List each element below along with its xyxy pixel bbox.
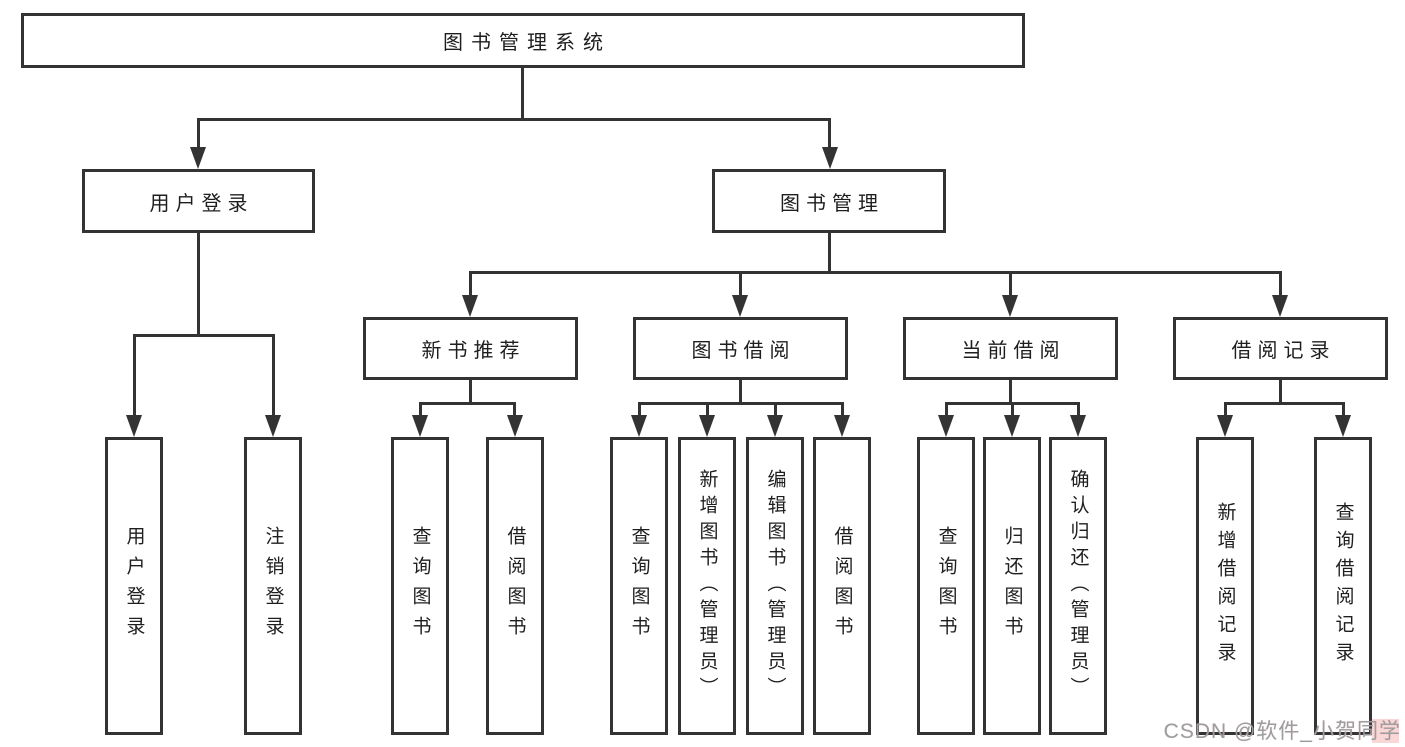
arrow-book-borrow-4 [834, 415, 850, 437]
node-book-borrow-label: 图书借阅 [691, 340, 796, 362]
leaf-user-login: 用户登录 [105, 437, 163, 735]
arrow-book-borrow [732, 295, 748, 317]
leaf-current-confirm-admin: 确认归还（管理员） [1049, 437, 1107, 735]
arrow-user-login-1 [126, 415, 142, 437]
connector-drop-user-login-2 [272, 334, 275, 418]
connector-book-borrow-trunk [739, 380, 742, 404]
connector-drop-current-borrow-2 [1011, 402, 1014, 418]
arrow-borrow-record-1 [1217, 415, 1233, 437]
connector-book-borrow-rail [638, 402, 843, 405]
connector-current-borrow-trunk [1009, 380, 1012, 404]
connector-drop-current-borrow-1 [945, 402, 948, 418]
connector-new-book-rail [419, 402, 516, 405]
leaf-record-add-label: 新增借阅记录 [1214, 502, 1236, 670]
node-root: 图书管理系统 [21, 13, 1025, 68]
arrow-book-mgmt [822, 147, 838, 169]
leaf-record-query: 查询借阅记录 [1314, 437, 1372, 735]
leaf-current-confirm-admin-label: 确认归还（管理员） [1067, 469, 1089, 703]
connector-borrow-record-trunk [1279, 380, 1282, 404]
leaf-borrow-book: 借阅图书 [813, 437, 871, 735]
leaf-new-book-query: 查询图书 [391, 437, 449, 735]
connector-borrow-record-rail [1224, 402, 1344, 405]
connector-drop-borrow-record-1 [1224, 402, 1227, 418]
connector-user-login-rail [133, 334, 275, 337]
leaf-borrow-add-admin-label: 新增图书（管理员） [696, 469, 718, 703]
leaf-current-return-label: 归还图书 [1001, 526, 1023, 646]
leaf-new-book-borrow-label: 借阅图书 [504, 526, 526, 646]
connector-drop-borrow-record [1279, 271, 1282, 298]
watermark: CSDN @软件_小贺同学 [1163, 720, 1401, 743]
leaf-current-query-label: 查询图书 [935, 526, 957, 646]
connector-level3-rail [470, 271, 1282, 274]
arrow-new-book-2 [507, 415, 523, 437]
arrow-current-borrow-3 [1070, 415, 1086, 437]
node-root-label: 图书管理系统 [443, 32, 611, 54]
node-borrow-record-label: 借阅记录 [1231, 340, 1336, 362]
connector-book-mgmt-trunk [828, 233, 831, 274]
leaf-borrow-book-label: 借阅图书 [831, 526, 853, 646]
arrow-new-book [462, 295, 478, 317]
connector-drop-book-borrow-1 [638, 402, 641, 418]
node-current-borrow: 当前借阅 [903, 317, 1118, 380]
leaf-borrow-query: 查询图书 [610, 437, 668, 735]
connector-drop-book-borrow-2 [706, 402, 709, 418]
arrow-user-login-2 [265, 415, 281, 437]
connector-drop-current-borrow [1009, 271, 1012, 298]
connector-root-trunk [521, 68, 524, 120]
connector-drop-book-borrow [739, 271, 742, 298]
node-new-book-label: 新书推荐 [421, 340, 526, 362]
leaf-new-book-borrow: 借阅图书 [486, 437, 544, 735]
node-borrow-record: 借阅记录 [1173, 317, 1388, 380]
arrow-book-borrow-2 [699, 415, 715, 437]
connector-drop-new-book [469, 271, 472, 298]
leaf-record-query-label: 查询借阅记录 [1332, 502, 1354, 670]
node-book-mgmt: 图书管理 [712, 169, 946, 233]
connector-drop-user-login [197, 118, 200, 150]
leaf-current-query: 查询图书 [917, 437, 975, 735]
node-book-mgmt-label: 图书管理 [780, 192, 884, 215]
leaf-borrow-add-admin: 新增图书（管理员） [678, 437, 736, 735]
arrow-borrow-record [1272, 295, 1288, 317]
arrow-book-borrow-3 [767, 415, 783, 437]
leaf-borrow-edit-admin: 编辑图书（管理员） [746, 437, 804, 735]
leaf-borrow-edit-admin-label: 编辑图书（管理员） [764, 469, 786, 703]
node-user-login: 用户登录 [82, 169, 315, 233]
leaf-borrow-query-label: 查询图书 [628, 526, 650, 646]
leaf-current-return: 归还图书 [983, 437, 1041, 735]
leaf-logout-label: 注销登录 [262, 526, 284, 646]
arrow-book-borrow-1 [631, 415, 647, 437]
connector-user-login-trunk [197, 233, 200, 337]
connector-drop-borrow-record-2 [1342, 402, 1345, 418]
arrow-borrow-record-2 [1335, 415, 1351, 437]
watermark-highlight [1372, 719, 1399, 743]
leaf-record-add: 新增借阅记录 [1196, 437, 1254, 735]
leaf-logout: 注销登录 [244, 437, 302, 735]
connector-drop-current-borrow-3 [1077, 402, 1080, 418]
connector-new-book-trunk [469, 380, 472, 404]
connector-drop-book-mgmt [828, 118, 831, 150]
arrow-new-book-1 [412, 415, 428, 437]
node-current-borrow-label: 当前借阅 [961, 340, 1066, 362]
connector-drop-new-book-1 [419, 402, 422, 418]
connector-drop-book-borrow-3 [774, 402, 777, 418]
connector-level2-rail [197, 118, 831, 121]
leaf-new-book-query-label: 查询图书 [409, 526, 431, 646]
arrow-user-login [190, 147, 206, 169]
node-new-book: 新书推荐 [363, 317, 578, 380]
leaf-user-login-label: 用户登录 [123, 526, 145, 646]
node-book-borrow: 图书借阅 [633, 317, 848, 380]
arrow-current-borrow-1 [938, 415, 954, 437]
connector-drop-user-login-1 [133, 334, 136, 418]
arrow-current-borrow-2 [1004, 415, 1020, 437]
node-user-login-label: 用户登录 [149, 192, 254, 215]
connector-drop-new-book-2 [513, 402, 516, 418]
connector-drop-book-borrow-4 [841, 402, 844, 418]
arrow-current-borrow [1002, 295, 1018, 317]
